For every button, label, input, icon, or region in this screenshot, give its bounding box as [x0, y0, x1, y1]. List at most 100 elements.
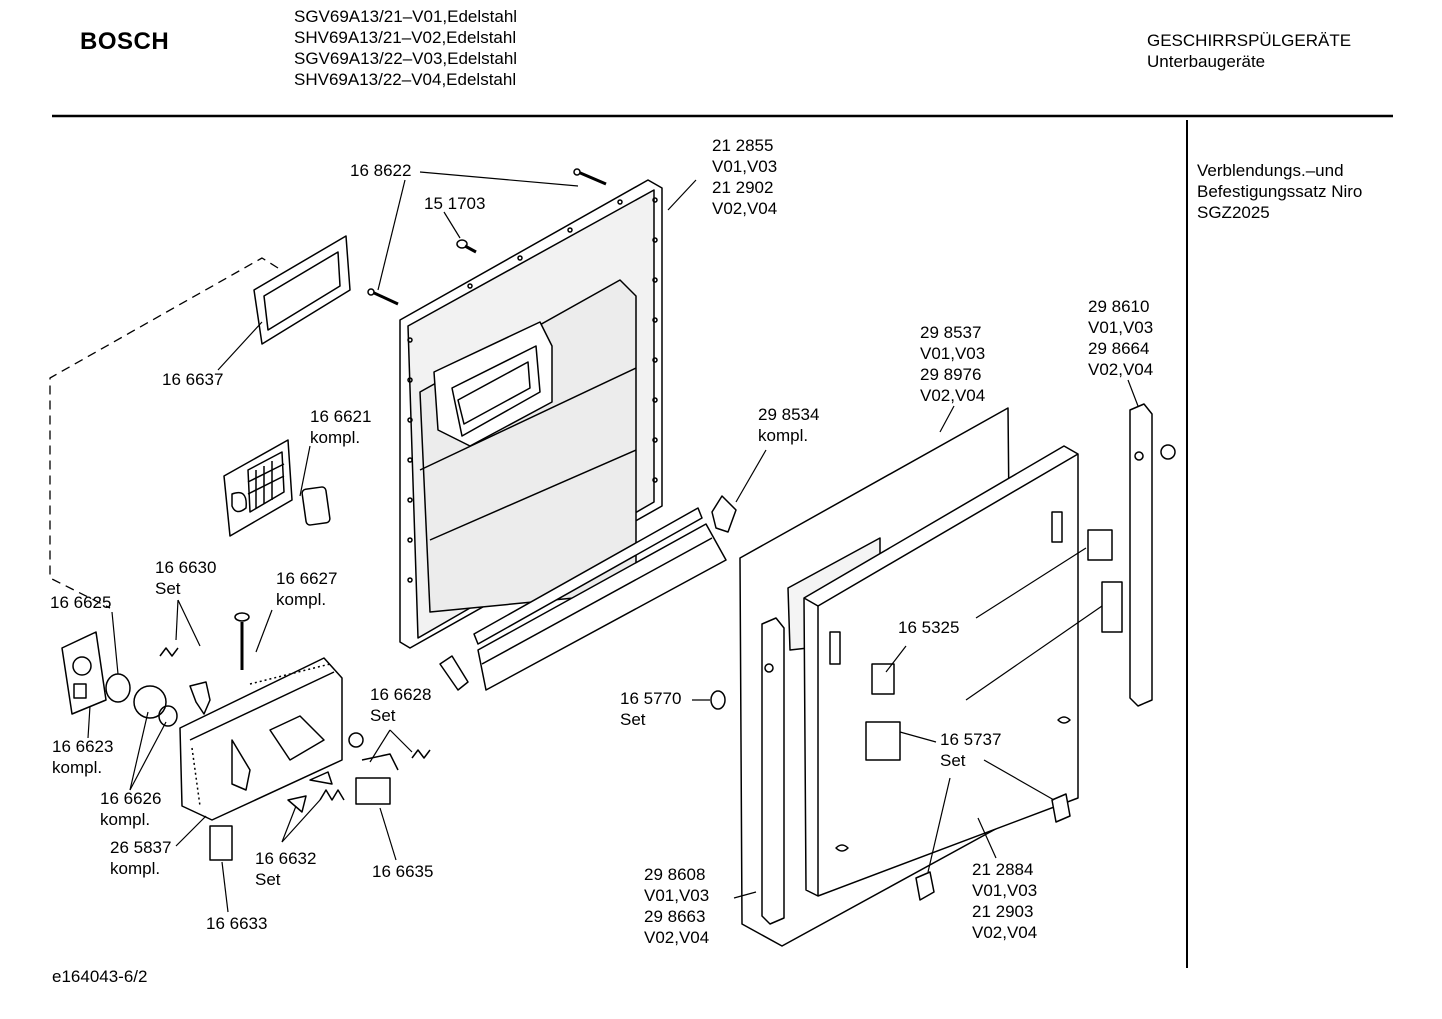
part-label: 16 6627 kompl.	[276, 569, 342, 609]
leader-212855	[667, 179, 697, 211]
spring-a	[319, 789, 345, 801]
lever-arm	[361, 753, 399, 771]
part-label: 29 8534 kompl.	[758, 405, 824, 445]
leader-265837	[175, 815, 207, 847]
screw-short	[456, 239, 477, 254]
valve-pin	[234, 612, 250, 670]
bracket-foot-left	[915, 871, 935, 901]
leader-298608	[733, 891, 757, 899]
leader-166626-a	[129, 711, 149, 791]
leader-166621	[299, 445, 311, 497]
part-label: 26 5837 kompl.	[110, 838, 176, 878]
lever-pin	[189, 681, 211, 715]
part-label: 16 6637	[162, 370, 223, 389]
leader-166633	[221, 861, 229, 913]
leader-166626-b	[129, 721, 167, 791]
latch-clip	[711, 495, 737, 533]
leader-166630-a	[177, 599, 201, 647]
knob-washer	[158, 705, 178, 727]
leader-166637	[217, 321, 263, 371]
side-rail-right	[1129, 403, 1153, 707]
leader-166623	[87, 705, 91, 739]
mount-clip-upper	[871, 663, 895, 695]
leader-165737-d	[983, 759, 1055, 801]
bracket-foot-right	[1051, 793, 1071, 823]
part-label: 21 2884 V01,V03 21 2903 V02,V04	[972, 860, 1042, 942]
part-label: 29 8537 V01,V03 29 8976 V02,V04	[920, 323, 990, 405]
part-label: 16 6621 kompl.	[310, 407, 376, 447]
model-line: SHV69A13/21–V02,Edelstahl	[294, 28, 517, 47]
leader-165737-a	[899, 731, 937, 743]
side-note-line: Verblendungs.–und	[1197, 161, 1344, 180]
leader-168622-a	[419, 171, 579, 187]
part-label: 21 2855 V01,V03 21 2902 V02,V04	[712, 136, 782, 218]
hinge-bracket-upper	[1087, 529, 1113, 561]
leader-166632-b	[281, 799, 321, 843]
brand-logo: BOSCH	[80, 28, 170, 55]
side-note-line: Befestigungssatz Niro	[1197, 182, 1363, 201]
part-label: 16 6633	[206, 914, 267, 933]
part-label: 16 6635	[372, 862, 433, 881]
spring-small	[159, 647, 179, 657]
filter-cover	[223, 439, 331, 537]
mount-clip-lower	[865, 721, 901, 761]
leader-166628-b	[389, 729, 413, 753]
hinge-bracket-mid	[1101, 581, 1123, 633]
leader-298537	[939, 405, 955, 433]
small-seal-ring	[348, 732, 364, 748]
control-module	[179, 657, 343, 821]
part-label: 16 6632 Set	[255, 849, 321, 889]
assembly-guide-dashed	[49, 257, 279, 609]
part-label: 29 8610 V01,V03 29 8664 V02,V04	[1088, 297, 1158, 379]
model-line: SGV69A13/22–V03,Edelstahl	[294, 49, 518, 68]
door-front-panel	[803, 445, 1079, 897]
leader-166630-b	[175, 599, 179, 641]
model-line: SGV69A13/21–V01,Edelstahl	[294, 7, 518, 26]
part-label: 16 6630 Set	[155, 558, 221, 598]
spring-b	[411, 749, 431, 759]
screw-top	[573, 168, 607, 186]
leader-168622-b	[377, 179, 406, 291]
part-label: 16 6625	[50, 593, 111, 612]
part-label: 16 5737 Set	[940, 730, 1006, 770]
leader-165325-a	[885, 645, 907, 673]
part-label: 16 5770 Set	[620, 689, 686, 729]
clip-a	[287, 795, 307, 813]
leader-165325-b	[975, 547, 1087, 619]
part-labels: 16 8622 15 1703 21 2855 V01,V03 21 2902 …	[50, 136, 1158, 947]
category-block: GESCHIRRSPÜLGERÄTE Unterbaugeräte	[1147, 30, 1351, 72]
micro-switch	[355, 777, 391, 805]
model-line: SHV69A13/22–V04,Edelstahl	[294, 70, 517, 89]
part-label: 16 6626 kompl.	[100, 789, 166, 829]
leader-298534	[735, 449, 767, 503]
part-label: 16 8622	[350, 161, 411, 180]
dispenser-seal	[253, 235, 351, 345]
trim-strip	[439, 507, 727, 691]
side-rail-left	[761, 617, 785, 925]
category-title: GESCHIRRSPÜLGERÄTE	[1147, 31, 1352, 50]
screw-side	[367, 288, 399, 306]
part-label: 29 8608 V01,V03 29 8663 V02,V04	[644, 865, 714, 947]
leader-166625	[111, 611, 119, 675]
knob-panel	[61, 631, 107, 715]
leader-151703	[443, 211, 461, 239]
leader-166635	[379, 807, 397, 861]
side-note: Verblendungs.–und Befestigungssatz Niro …	[1197, 160, 1362, 223]
knob-shaft	[133, 685, 167, 719]
leader-212884	[977, 817, 997, 859]
category-subtitle: Unterbaugeräte	[1147, 52, 1266, 71]
knob-ring	[105, 673, 131, 703]
part-label: 15 1703	[424, 194, 485, 213]
cover-plate	[209, 825, 233, 861]
leader-298610	[1127, 379, 1139, 407]
clip-b	[309, 771, 333, 785]
leader-166632-a	[281, 805, 297, 843]
leader-165737-b	[965, 605, 1103, 701]
part-label: 16 6628 Set	[370, 685, 436, 725]
inner-door-panel	[399, 179, 663, 649]
leader-166628-a	[369, 729, 391, 763]
part-label: 16 6623 kompl.	[52, 737, 118, 777]
cap-left	[710, 690, 726, 710]
part-label: 16 5325	[898, 618, 959, 637]
